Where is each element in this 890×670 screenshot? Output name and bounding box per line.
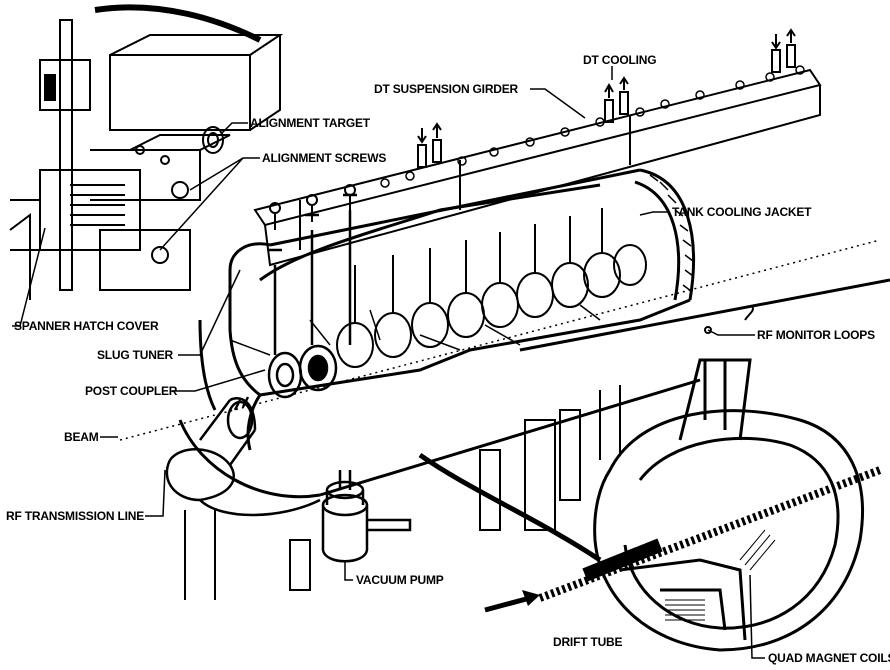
label-dt-suspension-girder: DT SUSPENSION GIRDER xyxy=(374,82,519,96)
rf-transmission-pipe xyxy=(165,396,321,517)
label-quad-magnet-coils: QUAD MAGNET COILS xyxy=(768,651,890,665)
cooling-jacket-coil xyxy=(649,174,694,292)
label-alignment-target: ALIGNMENT TARGET xyxy=(250,116,370,130)
post-coupler-rods xyxy=(229,304,601,356)
drift-tube-row xyxy=(336,208,647,368)
leader-lines xyxy=(12,66,765,659)
label-spanner-hatch-cover: SPANNER HATCH COVER xyxy=(14,319,159,333)
alignment-target-ring xyxy=(202,126,224,154)
label-drift-tube: DRIFT TUBE xyxy=(553,635,623,649)
tank-top-arc xyxy=(94,4,262,43)
slug-tuner xyxy=(267,193,357,399)
label-vacuum-pump: VACUUM PUMP xyxy=(356,573,444,587)
tank-body xyxy=(178,168,890,499)
support-legs xyxy=(184,385,621,600)
beam-line xyxy=(119,239,882,602)
label-alignment-screws: ALIGNMENT SCREWS xyxy=(262,151,387,165)
quad-magnet-coil-windings xyxy=(665,529,776,621)
tank-underside-stripe xyxy=(418,452,602,563)
label-rf-transmission-line: RF TRANSMISSION LINE xyxy=(6,509,145,523)
dt-cooling-pipes xyxy=(417,28,796,168)
label-post-coupler: POST COUPLER xyxy=(85,384,178,398)
vacuum-pump xyxy=(321,470,412,563)
girder-studs xyxy=(380,65,805,188)
label-beam: BEAM xyxy=(64,430,99,444)
beam-direction-arrow xyxy=(484,590,540,613)
label-slug-tuner: SLUG TUNER xyxy=(97,348,174,362)
alignment-stand xyxy=(9,19,284,300)
suspension-girder xyxy=(253,68,822,267)
rf-monitor-loop xyxy=(704,304,754,334)
label-dt-cooling: DT COOLING xyxy=(583,53,657,67)
label-tank-cooling-jacket: TANK COOLING JACKET xyxy=(672,205,812,219)
drift-tube-detail xyxy=(593,358,864,652)
top-alignment-knobs xyxy=(269,184,356,230)
label-rf-monitor-loops: RF MONITOR LOOPS xyxy=(757,328,875,342)
